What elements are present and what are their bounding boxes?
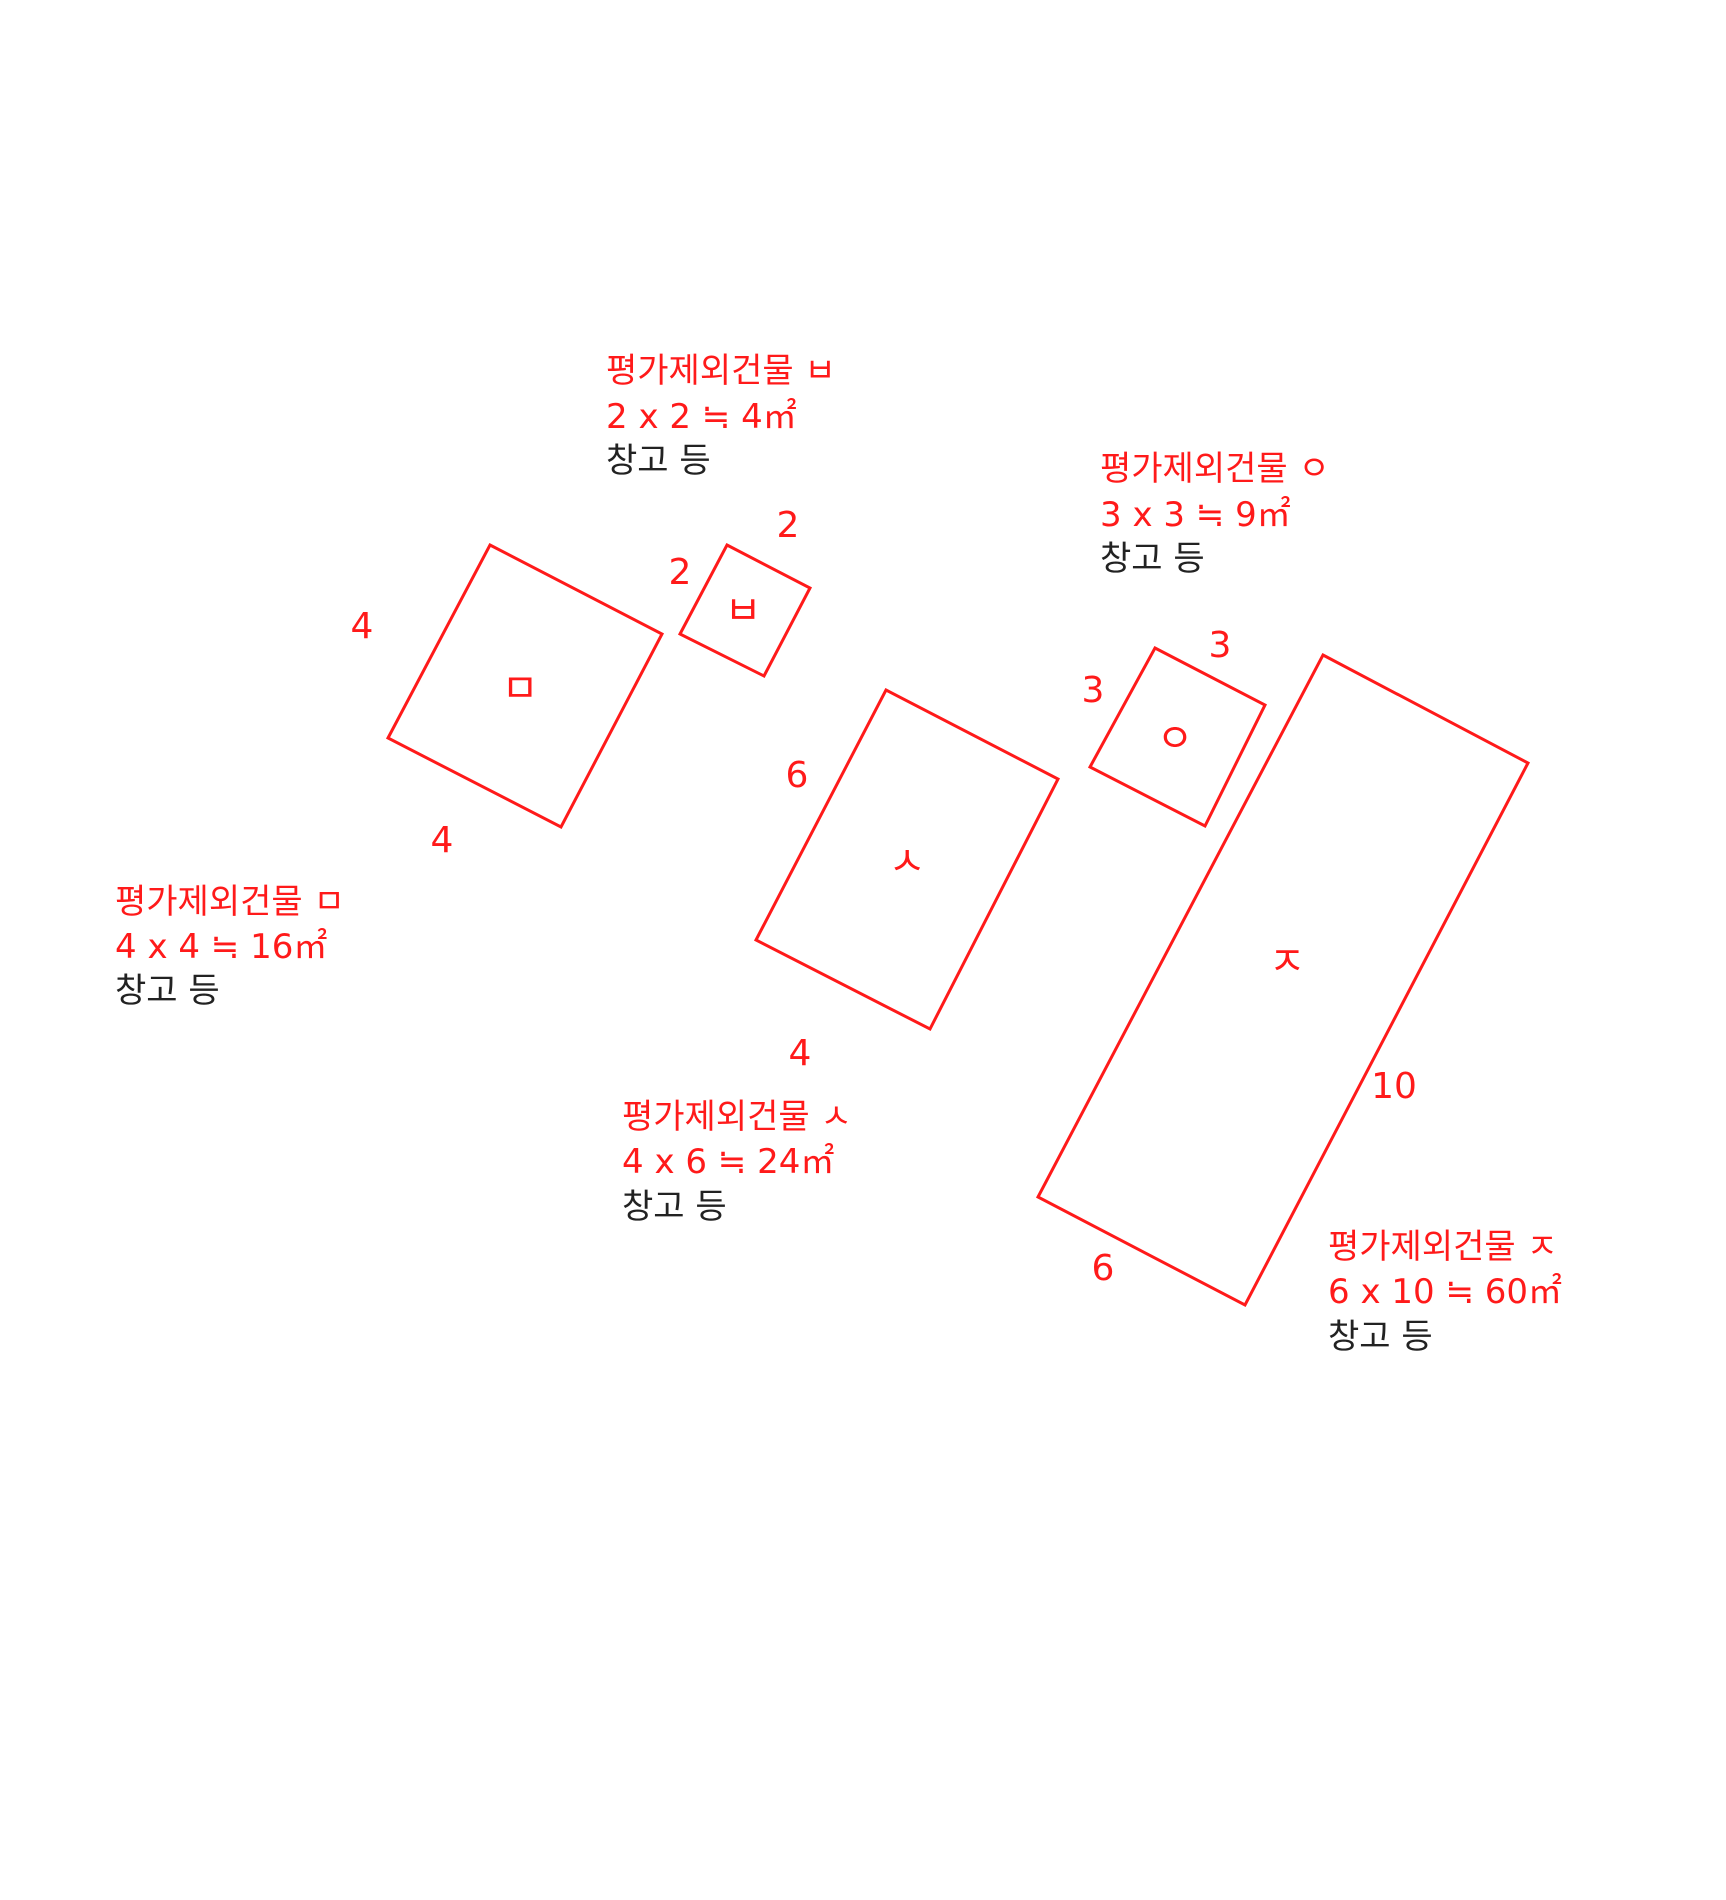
building-j: ㅈ 10 6 <box>1035 652 1531 1308</box>
building-m: ㅁ 4 4 <box>351 542 665 861</box>
label-building-j-title: 평가제외건물 ㅈ <box>1328 1227 1558 1267</box>
building-j-dim-right: 10 <box>1371 1066 1417 1107</box>
building-s-letter: ㅅ <box>889 839 926 885</box>
label-building-o-formula: 3 x 3 ≒ 9㎡ <box>1100 495 1291 535</box>
label-building-m-title: 평가제외건물 ㅁ <box>115 882 345 922</box>
building-m-outline <box>385 542 665 830</box>
building-b: ㅂ 2 2 <box>669 505 813 679</box>
building-s: ㅅ 6 4 <box>753 687 1061 1074</box>
building-m-letter: ㅁ <box>502 666 539 712</box>
label-building-j-formula: 6 x 10 ≒ 60㎡ <box>1328 1272 1562 1312</box>
label-building-m-usage: 창고 등 <box>115 971 220 1011</box>
building-s-outline <box>753 687 1061 1032</box>
label-building-s-formula: 4 x 6 ≒ 24㎡ <box>622 1142 834 1182</box>
label-building-o-title: 평가제외건물 ㅇ <box>1100 449 1330 489</box>
building-b-letter: ㅂ <box>725 588 762 634</box>
building-j-outline <box>1035 652 1531 1308</box>
building-m-dim-bottom: 4 <box>431 820 454 861</box>
building-o-letter: ㅇ <box>1157 716 1194 762</box>
label-building-m: 평가제외건물 ㅁ 4 x 4 ≒ 16㎡ 창고 등 <box>115 882 345 1011</box>
building-s-dim-bottom: 4 <box>789 1033 812 1074</box>
building-o: ㅇ 3 3 <box>1082 625 1267 829</box>
label-building-j: 평가제외건물 ㅈ 6 x 10 ≒ 60㎡ 창고 등 <box>1328 1227 1562 1357</box>
label-building-s: 평가제외건물 ㅅ 4 x 6 ≒ 24㎡ 창고 등 <box>622 1097 852 1227</box>
label-building-b: 평가제외건물 ㅂ 2 x 2 ≒ 4㎡ 창고 등 <box>606 351 836 481</box>
label-building-s-usage: 창고 등 <box>622 1187 727 1227</box>
building-b-dim-left: 2 <box>669 552 692 593</box>
building-o-dim-top: 3 <box>1209 625 1232 666</box>
building-j-dim-bottom: 6 <box>1092 1248 1115 1289</box>
building-o-dim-left: 3 <box>1082 670 1105 711</box>
building-o-outline <box>1087 645 1267 829</box>
label-building-b-title: 평가제외건물 ㅂ <box>606 351 836 391</box>
building-b-outline <box>677 542 813 679</box>
label-building-o: 평가제외건물 ㅇ 3 x 3 ≒ 9㎡ 창고 등 <box>1100 449 1330 579</box>
label-building-j-usage: 창고 등 <box>1328 1317 1433 1357</box>
building-m-dim-left: 4 <box>351 606 374 647</box>
building-b-dim-top: 2 <box>777 505 800 546</box>
label-building-b-usage: 창고 등 <box>606 441 711 481</box>
label-building-o-usage: 창고 등 <box>1100 539 1205 579</box>
building-s-dim-left: 6 <box>786 755 809 796</box>
label-building-b-formula: 2 x 2 ≒ 4㎡ <box>606 397 797 437</box>
label-building-s-title: 평가제외건물 ㅅ <box>622 1097 852 1137</box>
building-j-letter: ㅈ <box>1269 939 1306 985</box>
label-building-m-formula: 4 x 4 ≒ 16㎡ <box>115 927 327 967</box>
